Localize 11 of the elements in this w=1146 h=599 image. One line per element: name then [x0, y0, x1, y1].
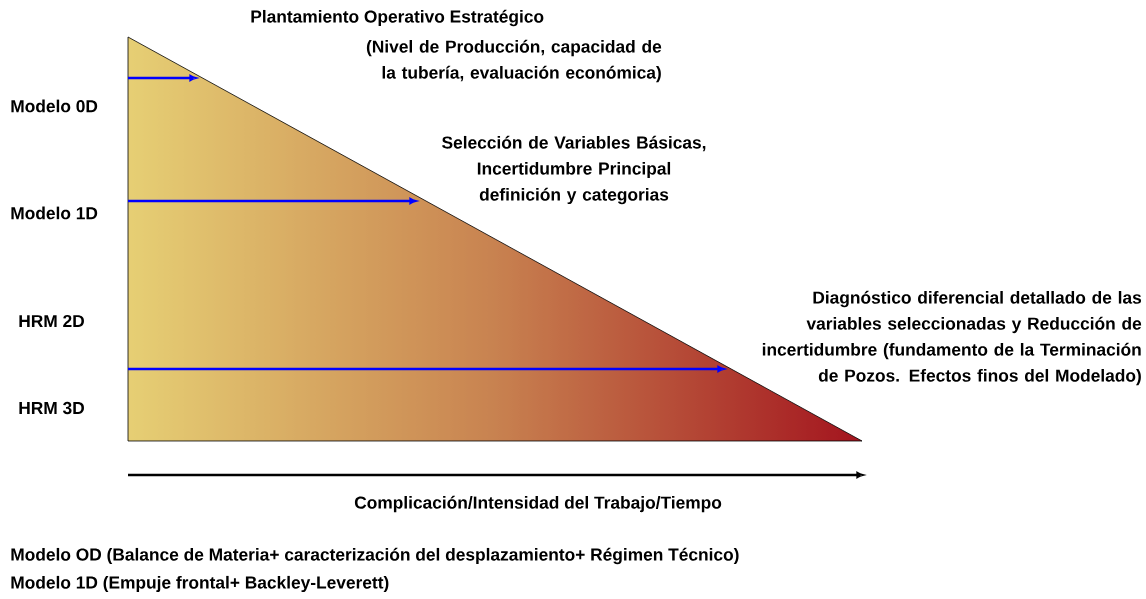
text-label: Complicación/Intensidad del Trabajo/Tiempo [354, 495, 722, 513]
text-label: (Nivel de Producción, capacidad de la tubería, evaluación económica) [366, 39, 662, 83]
text-label: Modelo 0D [11, 99, 98, 113]
text-label: HRM 3D [19, 401, 84, 415]
text-label: Selección de Variables Básicas, Incertidumbre Principal definición y categorias [442, 135, 706, 205]
text-label: Diagnóstico diferencial detallado de las variables seleccionadas y Reducción de incertidumbre (fundamento de la Terminación de Pozos. Efectos finos del Modelado) [762, 290, 1142, 386]
text-label: HRM 2D [19, 314, 84, 328]
text-label: Modelo 1D [11, 206, 98, 220]
text-label: Modelo OD (Balance de Materia+ caracterización del desplazamiento+ Régimen Técnico) [11, 547, 739, 565]
text-label: Modelo 1D (Empuje frontal+ Backley-Leverett) [11, 575, 389, 593]
text-label: Plantamiento Operativo Estratégico [251, 9, 544, 27]
